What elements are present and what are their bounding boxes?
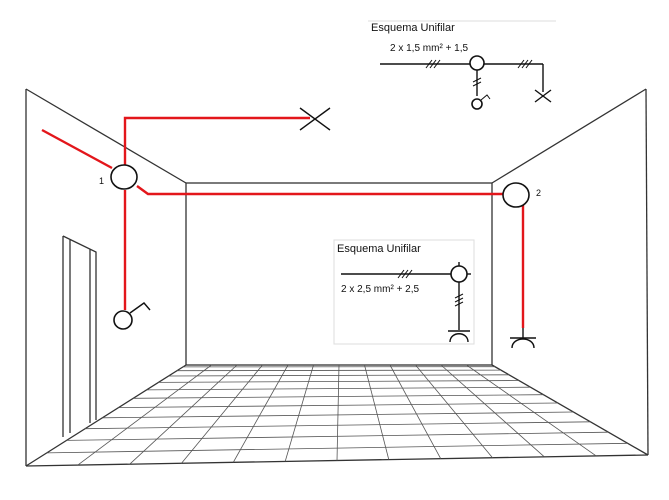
floor-grid-line [102,411,574,419]
floor-edge-right [491,364,649,456]
junction-box-1-icon [110,164,138,190]
schema-mid-title: Esquema Unifilar [337,243,421,255]
red-wiring [41,116,525,328]
schema-mid: Esquema Unifilar 2 x 2,5 mm² + 2,5 [333,239,475,345]
wire-entry-to-box-1 [41,128,113,170]
floor-grid-line [158,380,519,383]
floor-grid-line [440,364,545,458]
schema-top-junction-icon [469,55,485,71]
floor-grid-line [466,364,597,457]
ceiling-edge-left [25,88,187,184]
schema-top-spec: 2 x 1,5 mm² + 1,5 [390,43,469,54]
junction-box-1-label: 1 [99,176,104,186]
switch-icon [113,302,151,330]
floor-grid-line [46,442,628,454]
floor-grid-line [364,364,390,460]
schema-mid-outlet-icon [448,330,470,343]
floor-grid-line [336,364,340,461]
wire-box-1-to-ceiling-light [123,116,310,165]
floor-grid-line [168,374,510,377]
floor-grid-line [129,364,238,465]
junction-box-1: 1 [99,164,138,190]
floor-grid-line [415,364,493,459]
floor-edge-left [25,364,187,467]
outlet-icon [510,328,536,349]
right-wall-edge [645,88,649,456]
schema-mid-conductor-ticks [397,269,464,307]
door [62,235,97,437]
schema-mid-panel [333,239,475,345]
wire-box-1-to-box-2 [136,185,503,196]
junction-box-2-label: 2 [536,188,541,198]
floor-grid-line [133,394,544,399]
junction-box-2-icon [502,182,530,208]
schema-top-conductor-ticks [425,59,533,87]
floor-grid-line [181,364,263,464]
floor-grid-line [66,431,609,441]
floor-grid-line [84,421,591,430]
floor-grid-line [176,369,501,372]
schema-mid-spec: 2 x 2,5 mm² + 2,5 [341,284,420,295]
floor-grid-line [146,386,531,391]
junction-box-2: 2 [502,182,541,208]
floor-grid-line [77,364,212,466]
floor-grid-line [389,364,442,459]
schema-top-switch-icon [471,94,491,110]
door-frame [62,235,97,437]
ceiling-light-icon [299,107,331,131]
ceiling-edge-right [491,88,647,184]
schema-top-light-icon [534,89,552,103]
floor-grid-line [284,364,314,462]
floor-grid-line [118,402,558,408]
floor-tile-grid [46,364,628,466]
schema-top-title: Esquema Unifilar [371,22,455,34]
schema-top: Esquema Unifilar 2 x 1,5 mm² + 1,5 [368,20,556,110]
floor-grid-line [232,364,289,463]
